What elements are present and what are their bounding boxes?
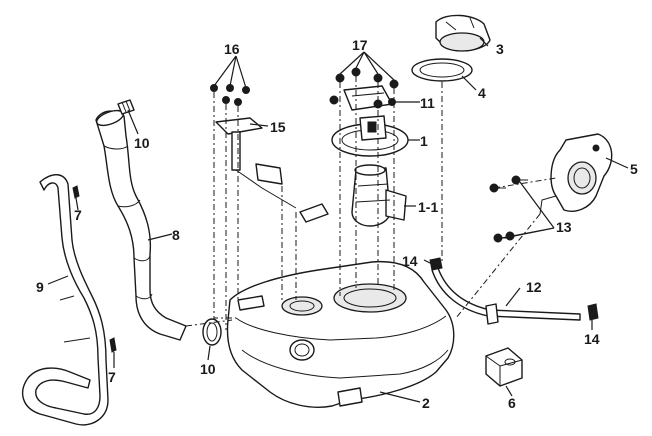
clamp-10-lower [202,318,222,346]
fuel-pump-body-1-1 [351,164,407,227]
bracket-6 [485,347,523,387]
clamp-10-upper [117,99,135,115]
callout-2: 2 [422,395,430,411]
callout-10-upper: 10 [134,135,150,151]
callout-7-lower: 7 [108,369,116,385]
callout-7-upper: 7 [74,207,82,223]
callout-labels: 16 17 3 4 11 1 1-1 15 10 7 8 9 7 10 2 12… [36,37,638,411]
callout-4: 4 [478,85,486,101]
clip-7-lower [109,337,117,353]
clip-14-right [587,303,599,321]
clip-7-upper [72,185,80,199]
level-sender-15 [215,117,329,223]
callout-14-right: 14 [584,331,600,347]
callout-6: 6 [508,395,516,411]
callout-14-left: 14 [402,253,418,269]
callout-15: 15 [270,119,286,135]
fuel-tank-2 [226,260,455,408]
clip-14-left [429,257,443,271]
filler-neck-5 [539,133,613,215]
hose-9 [21,174,109,426]
callout-3: 3 [496,41,504,57]
assembly-lines [185,76,557,330]
callout-11: 11 [420,95,435,111]
callout-10-lower: 10 [200,361,216,377]
callout-13: 13 [556,219,572,235]
screws-16 [210,84,250,106]
callout-9: 9 [36,279,44,295]
callout-5: 5 [630,161,638,177]
callout-1-1: 1-1 [418,199,438,215]
leader-lines [47,37,629,403]
callout-8: 8 [172,227,180,243]
fuel-pump-1 [331,115,409,157]
callout-17: 17 [352,37,368,53]
callout-16: 16 [224,41,240,57]
vent-hose-12 [431,267,581,325]
callout-1: 1 [420,133,428,149]
gasket-4 [411,58,473,82]
fuel-cap-3 [435,14,491,52]
callout-12: 12 [526,279,542,295]
screws-17 [329,67,399,109]
pump-bracket [343,85,393,111]
